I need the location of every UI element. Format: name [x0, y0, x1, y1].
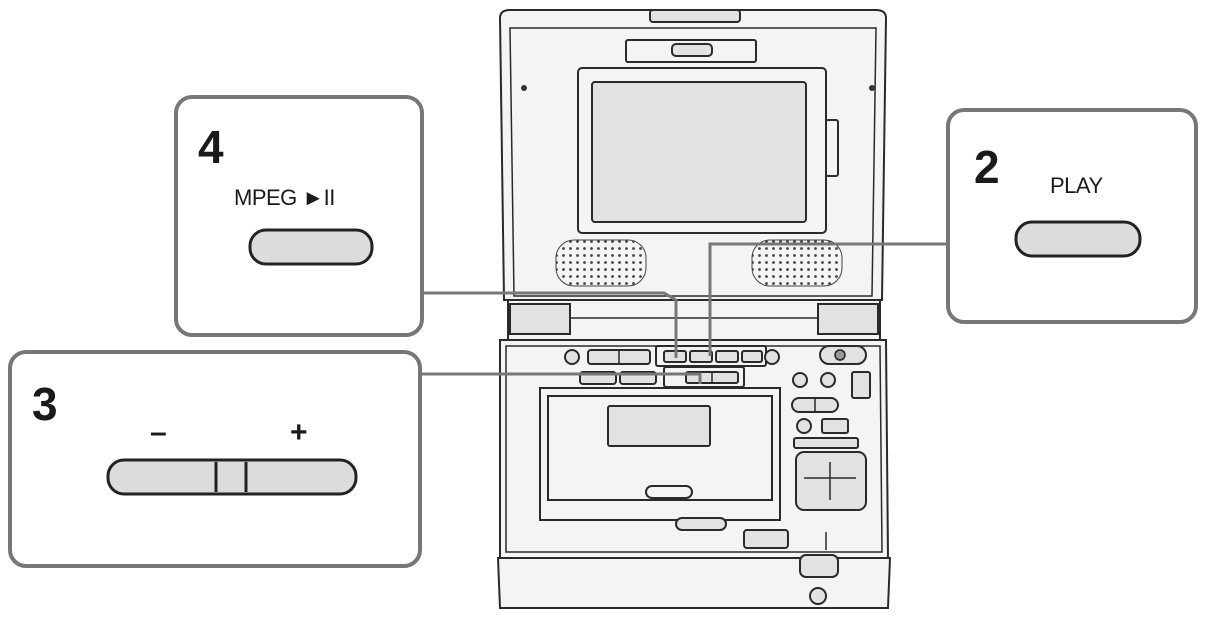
callout-4-frame [174, 95, 424, 337]
play-label: PLAY [1050, 173, 1103, 198]
leader-lines [420, 242, 948, 384]
speaker-right [751, 239, 843, 287]
minus-plus-button-body [106, 458, 358, 496]
mpeg-play-pause-button[interactable] [248, 228, 374, 266]
minus-label: – [150, 416, 167, 449]
plus-label: + [290, 416, 308, 449]
play-button[interactable] [1014, 220, 1142, 258]
leader-2 [708, 242, 948, 356]
callout-2-number: 2 [974, 141, 1000, 193]
leader-3 [420, 372, 702, 384]
lid-release-button [671, 43, 713, 57]
lcd-screen [591, 81, 807, 223]
lid-latch [649, 9, 741, 23]
callout-4: 4 MPEG ►II [174, 95, 424, 337]
cassette-window [607, 405, 711, 447]
device-play-button [689, 350, 713, 363]
minus-plus-rocker [106, 458, 358, 496]
callout-2-frame [946, 108, 1198, 324]
speaker-left [555, 239, 647, 287]
video-walkman-device [496, 9, 892, 609]
callout-4-number: 4 [198, 121, 224, 173]
device-button-c [715, 350, 739, 363]
callout-2: 2 PLAY [946, 108, 1198, 324]
screen-slider [825, 119, 839, 177]
plus-button[interactable] [248, 462, 352, 492]
mpeg-label: MPEG ►II [234, 185, 335, 210]
minus-button[interactable] [110, 462, 214, 492]
callout-3: 3 – + [8, 350, 422, 568]
control-pad [795, 451, 867, 511]
leader-4 [420, 291, 678, 358]
callout-3-number: 3 [32, 378, 58, 430]
